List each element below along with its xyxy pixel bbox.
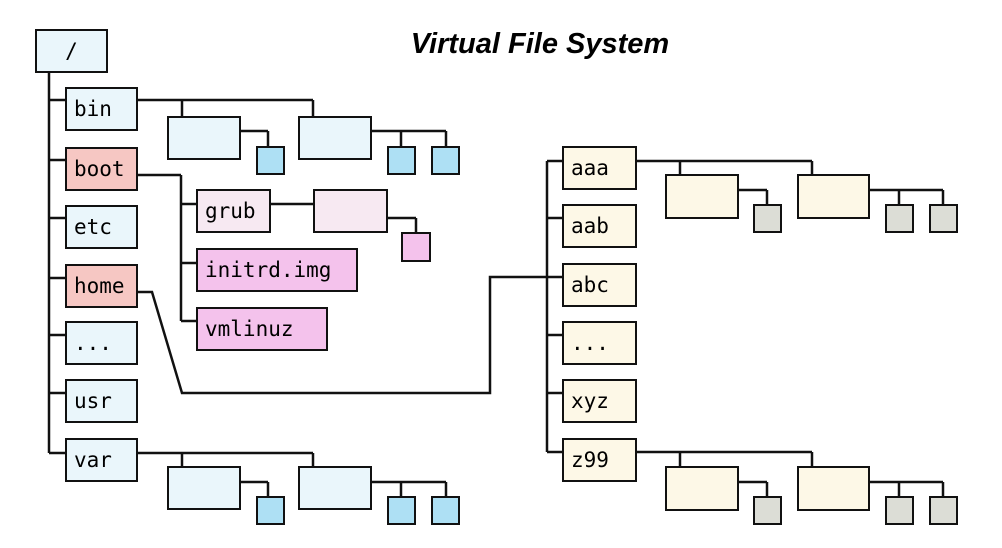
grub-child-file [401, 232, 431, 262]
node-var: var [65, 438, 138, 482]
z99-child-file [753, 496, 782, 525]
node-aab: aab [562, 204, 637, 248]
root-node: / [35, 29, 108, 73]
node-vmlinuz: vmlinuz [196, 307, 328, 351]
node-home-ellipsis: ... [562, 321, 637, 365]
diagram-title: Virtual File System [410, 28, 670, 60]
bin-child-file [431, 146, 460, 175]
node-ellipsis: ... [65, 321, 138, 365]
var-child-dir [298, 466, 372, 510]
var-child-file [431, 496, 460, 525]
var-child-file [256, 496, 285, 525]
node-usr: usr [65, 379, 138, 423]
z99-child-dir [797, 466, 870, 511]
node-bin: bin [65, 87, 138, 131]
node-initrd-img: initrd.img [196, 248, 358, 292]
grub-child-dir [313, 189, 388, 233]
var-child-dir [167, 466, 241, 510]
node-z99: z99 [562, 438, 637, 482]
bin-child-file [387, 146, 416, 175]
node-grub: grub [196, 189, 271, 233]
bin-child-dir [167, 116, 241, 160]
bin-child-file [256, 146, 285, 175]
node-abc: abc [562, 263, 637, 307]
z99-child-file [929, 496, 958, 525]
var-child-file [387, 496, 416, 525]
z99-child-dir [665, 466, 739, 511]
aaa-child-file [929, 204, 958, 233]
node-boot: boot [65, 147, 138, 191]
aaa-child-file [753, 204, 782, 233]
aaa-child-dir [665, 174, 739, 219]
aaa-child-dir [797, 174, 870, 219]
node-home: home [65, 264, 138, 308]
aaa-child-file [885, 204, 914, 233]
node-aaa: aaa [562, 146, 637, 190]
node-xyz: xyz [562, 379, 637, 423]
bin-child-dir [298, 116, 372, 160]
node-etc: etc [65, 205, 138, 249]
z99-child-file [885, 496, 914, 525]
